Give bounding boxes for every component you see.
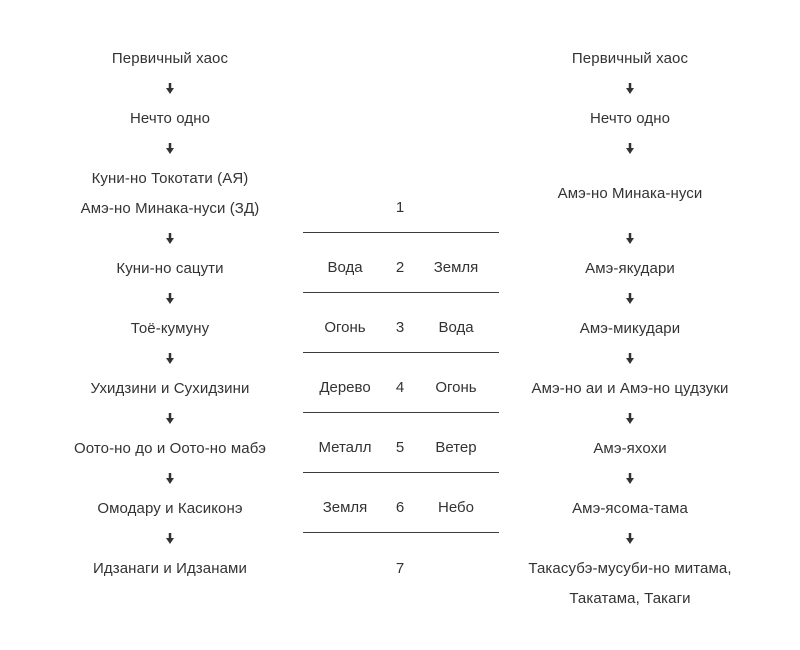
chain-node: Такасубэ-мусуби-но митама, bbox=[528, 559, 732, 577]
chain-node: Ухидзини и Сухидзини bbox=[90, 379, 250, 397]
right-genealogy-column: Первичный хаос Нечто одно Амэ-но Минака-… bbox=[500, 43, 760, 613]
chain-node: Куни-но сацути bbox=[116, 259, 224, 277]
chain-node: Амэ-якудари bbox=[585, 259, 675, 277]
table-cell-number: 7 bbox=[395, 559, 405, 577]
down-arrow-icon bbox=[40, 223, 300, 253]
table-cell-right: Вода bbox=[438, 319, 474, 336]
table-cell-left: Дерево bbox=[319, 379, 371, 396]
down-arrow-icon bbox=[500, 223, 760, 253]
chain-node: Тоё-кумуну bbox=[130, 319, 210, 337]
chain-node: Амэ-микудари bbox=[579, 319, 681, 337]
down-arrow-icon bbox=[40, 463, 300, 493]
chain-node: Такатама, Такаги bbox=[569, 589, 691, 607]
down-arrow-icon bbox=[500, 403, 760, 433]
chain-node: Куни-но Токотати (АЯ) bbox=[91, 169, 249, 187]
table-cell-number: 1 bbox=[395, 199, 405, 216]
chain-node: Первичный хаос bbox=[111, 49, 229, 67]
chain-node: Амэ-но аи и Амэ-но цудзуки bbox=[531, 379, 729, 397]
elements-table: 1 Вода 2 Земля Огонь 3 Вода Дерево 4 Ого… bbox=[303, 173, 499, 593]
table-row: Металл 5 Ветер bbox=[303, 413, 499, 473]
table-cell-number: 6 bbox=[395, 499, 405, 516]
table-row: 7 bbox=[303, 533, 499, 593]
down-arrow-icon bbox=[40, 283, 300, 313]
chain-node: Амэ-но Минака-нуси bbox=[557, 184, 703, 202]
down-arrow-icon bbox=[40, 133, 300, 163]
table-cell-number: 2 bbox=[395, 259, 405, 276]
table-cell-left: Огонь bbox=[324, 319, 366, 336]
table-row: 1 bbox=[303, 173, 499, 233]
down-arrow-icon bbox=[500, 283, 760, 313]
down-arrow-icon bbox=[40, 343, 300, 373]
table-cell-left: Металл bbox=[318, 439, 372, 456]
chain-node: Амэ-но Минака-нуси (ЗД) bbox=[80, 199, 260, 217]
table-row: Земля 6 Небо bbox=[303, 473, 499, 533]
table-cell-right: Огонь bbox=[435, 379, 477, 396]
down-arrow-icon bbox=[500, 133, 760, 163]
down-arrow-icon bbox=[40, 523, 300, 553]
table-cell-number: 5 bbox=[395, 439, 405, 456]
chain-node: Амэ-яхохи bbox=[593, 439, 667, 457]
table-cell-right: Небо bbox=[438, 499, 474, 516]
table-cell-number: 4 bbox=[395, 379, 405, 396]
down-arrow-icon bbox=[40, 403, 300, 433]
down-arrow-icon bbox=[500, 523, 760, 553]
chain-node: Оото-но до и Оото-но мабэ bbox=[73, 439, 267, 457]
chain-node: Первичный хаос bbox=[571, 49, 689, 67]
chain-node: Амэ-ясома-тама bbox=[572, 499, 688, 517]
table-cell-left: Вода bbox=[327, 259, 363, 276]
table-cell-left: Земля bbox=[322, 499, 368, 516]
table-row: Вода 2 Земля bbox=[303, 233, 499, 293]
down-arrow-icon bbox=[500, 73, 760, 103]
chain-node: Омодару и Касиконэ bbox=[97, 499, 243, 517]
down-arrow-icon bbox=[500, 343, 760, 373]
chain-node: Нечто одно bbox=[589, 109, 671, 127]
chain-node: Нечто одно bbox=[129, 109, 211, 127]
table-row: Дерево 4 Огонь bbox=[303, 353, 499, 413]
table-cell-right: Ветер bbox=[435, 439, 477, 456]
table-cell-number: 3 bbox=[395, 319, 405, 336]
chain-node: Идзанаги и Идзанами bbox=[93, 559, 247, 577]
down-arrow-icon bbox=[40, 73, 300, 103]
left-genealogy-column: Первичный хаос Нечто одно Куни-но Токота… bbox=[40, 43, 300, 583]
down-arrow-icon bbox=[500, 463, 760, 493]
table-row: Огонь 3 Вода bbox=[303, 293, 499, 353]
table-cell-right: Земля bbox=[433, 259, 479, 276]
